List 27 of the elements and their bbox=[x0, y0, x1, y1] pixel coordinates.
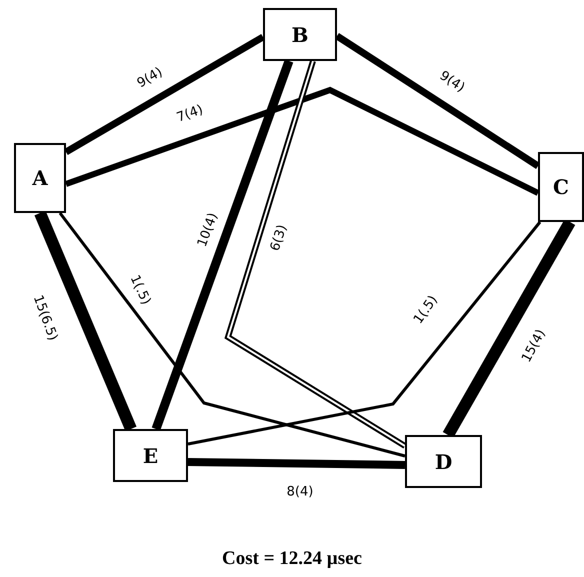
edge-label: 7(4) bbox=[174, 102, 206, 126]
connector-line bbox=[34, 210, 137, 432]
node-letter: E bbox=[142, 444, 158, 468]
node-box bbox=[405, 435, 482, 488]
node-letter: B bbox=[292, 22, 308, 46]
connector-line bbox=[224, 60, 407, 449]
node-box bbox=[113, 429, 188, 482]
node-letter: D bbox=[434, 450, 452, 474]
edge-label: 6(3) bbox=[268, 223, 290, 253]
node-box bbox=[14, 143, 66, 213]
connector-line bbox=[188, 221, 542, 446]
connector-line bbox=[188, 458, 406, 469]
edge-label: 9(4) bbox=[134, 64, 166, 92]
connector-line bbox=[58, 212, 406, 458]
edge-label: 8(4) bbox=[286, 484, 314, 500]
caption: Cost = 12.24 µsec bbox=[221, 548, 363, 570]
edge-label: 10(4) bbox=[194, 211, 222, 249]
connector-line bbox=[65, 86, 540, 196]
node-box bbox=[538, 152, 584, 222]
connector-line bbox=[64, 34, 265, 156]
node-letter: A bbox=[32, 166, 48, 190]
node-letter: C bbox=[553, 175, 569, 199]
connector-line bbox=[335, 33, 540, 169]
node-box bbox=[263, 8, 337, 61]
connector-line bbox=[152, 59, 294, 431]
edge-label: 9(4) bbox=[436, 68, 468, 96]
edge-label: 1(.5) bbox=[126, 272, 154, 308]
